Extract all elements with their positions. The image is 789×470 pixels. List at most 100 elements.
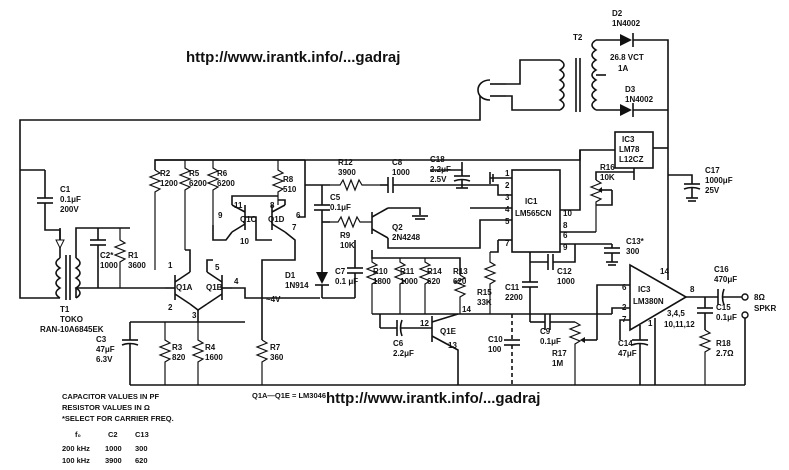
- capacitor-c18: C18 2.2μF 2.5V: [430, 155, 471, 189]
- d3-label: D3: [625, 85, 636, 94]
- r13-label: R13: [453, 267, 468, 276]
- table-row-2-c13: 620: [135, 456, 148, 465]
- r6-label: R6: [217, 169, 228, 178]
- r2-label: R2: [160, 169, 171, 178]
- r16-label: R16: [600, 163, 615, 172]
- c9-label: C9: [540, 327, 551, 336]
- q1c-pin-10: 10: [240, 237, 249, 246]
- amp-pin-1: 1: [648, 319, 653, 328]
- capacitor-c7: C7 0.1 μF: [335, 240, 363, 298]
- reg-label-2: LM78: [619, 145, 640, 154]
- ic1-pin-9: 9: [563, 243, 568, 252]
- top-url-text: http://www.irantk.info/...gadraj: [186, 49, 400, 66]
- r18-value: 2.7Ω: [716, 349, 734, 358]
- resistor-r6: R6 6200: [206, 160, 235, 225]
- table-header-c13: C13: [135, 430, 149, 439]
- t1-brand: TOKO: [60, 315, 83, 324]
- capacitor-c8: C8 1000: [380, 158, 512, 196]
- c6-value: 2.2μF: [393, 349, 414, 358]
- c13-value: 300: [626, 247, 640, 256]
- c3-value: 47μF: [96, 345, 115, 354]
- c14-value: 47μF: [618, 349, 637, 358]
- r15-value: 33K: [477, 298, 492, 307]
- d2-label: D2: [612, 9, 623, 18]
- speaker-label: SPKR: [754, 304, 776, 313]
- resistor-r12: R12 3900: [330, 158, 380, 192]
- table-row-1-c2: 1000: [105, 444, 122, 453]
- note-resistor-units: RESISTOR VALUES IN Ω: [62, 403, 150, 412]
- r8-value: 510: [283, 185, 297, 194]
- c15-label: C15: [716, 303, 731, 312]
- transistor-q1b: Q1B: [206, 271, 232, 305]
- ic1-pin-5: 5: [505, 217, 510, 226]
- c12-value: 1000: [557, 277, 575, 286]
- r9-value: 10K: [340, 241, 355, 250]
- regulator-ic3: IC3 LM78 L12CZ: [614, 131, 654, 169]
- q1e-pin-13: 13: [448, 341, 457, 350]
- d3-part: 1N4002: [625, 95, 654, 104]
- resistor-r8: R8 510: [271, 160, 297, 205]
- table-row-2-c2: 3900: [105, 456, 122, 465]
- resistor-r16: R16 10K: [589, 163, 615, 232]
- amp-pin-345: 3,4,5: [667, 309, 685, 318]
- ic1-part: LM565CN: [515, 209, 552, 218]
- audio-amp-ic3: IC3 LM380N 6 2 7 14 8 1 3,4,5 10,11,12: [622, 263, 695, 332]
- c16-value: 470μF: [714, 275, 737, 284]
- amp-pin-101112: 10,11,12: [664, 320, 695, 329]
- secondary-current: 1A: [618, 64, 628, 73]
- q1b-label: Q1B: [206, 283, 223, 292]
- c12-label: C12: [557, 267, 572, 276]
- resistor-r18: R18 2.7Ω: [698, 329, 734, 385]
- bottom-url-text: http://www.irantk.info/...gadraj: [326, 390, 540, 407]
- capacitor-c14: C14 47μF: [618, 325, 649, 385]
- r4-value: 1600: [205, 353, 223, 362]
- resistor-r2: R2 1200: [148, 169, 178, 270]
- table-row-2-freq: 100 kHz: [62, 456, 90, 465]
- r12-label: R12: [338, 158, 353, 167]
- t2-label: T2: [573, 33, 583, 42]
- q1e-label: Q1E: [440, 327, 457, 336]
- resistor-r10: R10 1800: [365, 258, 391, 314]
- table-row-1-c13: 300: [135, 444, 148, 453]
- r15-label: R15: [477, 288, 492, 297]
- c18-voltage: 2.5V: [430, 175, 447, 184]
- r17-value: 1M: [552, 359, 563, 368]
- capacitor-c16: C16 470μF: [714, 265, 749, 306]
- r12-value: 3900: [338, 168, 356, 177]
- q1e-pin-14: 14: [462, 305, 471, 314]
- amp-pin-6: 6: [622, 283, 627, 292]
- d1-label: D1: [285, 271, 296, 280]
- capacitor-c17: C17 1000μF 25V: [668, 166, 733, 202]
- q1c-pin-9: 9: [218, 211, 223, 220]
- resistor-r5: R5 6200: [178, 160, 207, 250]
- resistor-r7: R7 360: [255, 339, 284, 385]
- transformer-t2: T2: [558, 33, 598, 112]
- q1b-pin-5: 5: [215, 263, 220, 272]
- resistor-r9: R9 10K: [330, 215, 372, 250]
- c2-label: C2*: [100, 251, 114, 260]
- reg-label-3: L12CZ: [619, 155, 644, 164]
- q1c-pin-11: 11: [234, 201, 243, 210]
- capacitor-c6: C6 2.2μF: [380, 319, 432, 358]
- c1-value: 0.1μF: [60, 195, 81, 204]
- q1a-label: Q1A: [176, 283, 193, 292]
- ic1-label: IC1: [525, 197, 538, 206]
- c15-value: 0.1μF: [716, 313, 737, 322]
- r7-label: R7: [270, 343, 281, 352]
- resistor-r11: R11 1000: [393, 258, 418, 314]
- transistor-q1a: Q1A: [165, 271, 193, 305]
- amp-label: IC3: [638, 285, 651, 294]
- ac-plug: [477, 59, 560, 111]
- ic1-pin-8: 8: [563, 221, 568, 230]
- q1d-label: Q1D: [268, 215, 285, 224]
- table-row-1-freq: 200 kHz: [62, 444, 90, 453]
- resistor-r4: R4 1600: [191, 322, 223, 385]
- c8-value: 1000: [392, 168, 410, 177]
- c16-label: C16: [714, 265, 729, 274]
- q2-part: 2N4248: [392, 233, 421, 242]
- c13-label: C13*: [626, 237, 645, 246]
- note-select-carrier: *SELECT FOR CARRIER FREQ.: [62, 414, 174, 423]
- r7-value: 360: [270, 353, 284, 362]
- ic1-pin-4: 4: [505, 205, 510, 214]
